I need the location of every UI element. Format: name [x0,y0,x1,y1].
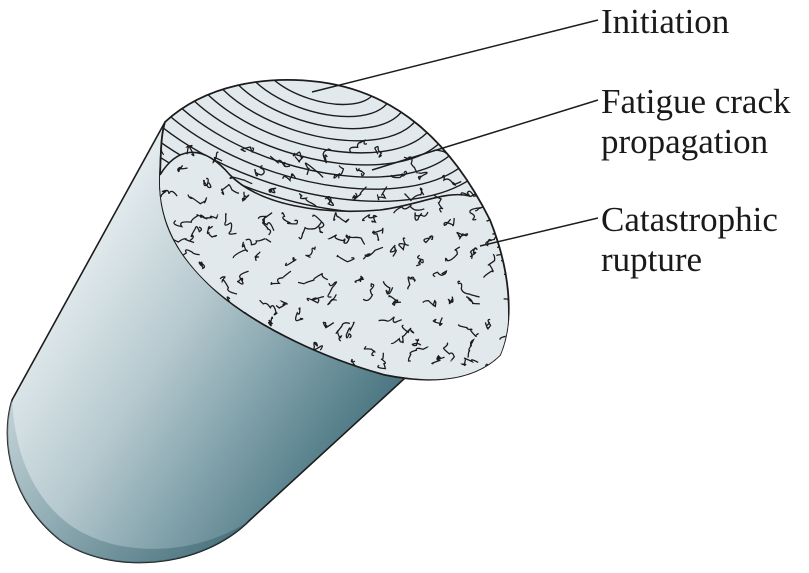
label-initiation: Initiation [601,2,729,42]
rupture-squiggle [469,171,479,180]
label-rupture-line1: Catastrophic [601,200,778,240]
label-initiation-text: Initiation [601,2,729,42]
label-fatigue-crack-propagation: Fatigue crack propagation [601,82,791,162]
label-propagation-line1: Fatigue crack [601,82,791,122]
rupture-squiggle [489,189,503,195]
leader-line-initiation [312,20,598,92]
label-propagation-line2: propagation [601,122,791,162]
rupture-squiggle [486,143,493,152]
label-catastrophic-rupture: Catastrophic rupture [601,200,778,280]
rupture-squiggle [498,160,505,177]
rupture-squiggle [502,210,533,219]
leader-line-rupture [480,218,598,246]
rupture-squiggle [459,149,470,160]
label-rupture-line2: rupture [601,240,778,280]
